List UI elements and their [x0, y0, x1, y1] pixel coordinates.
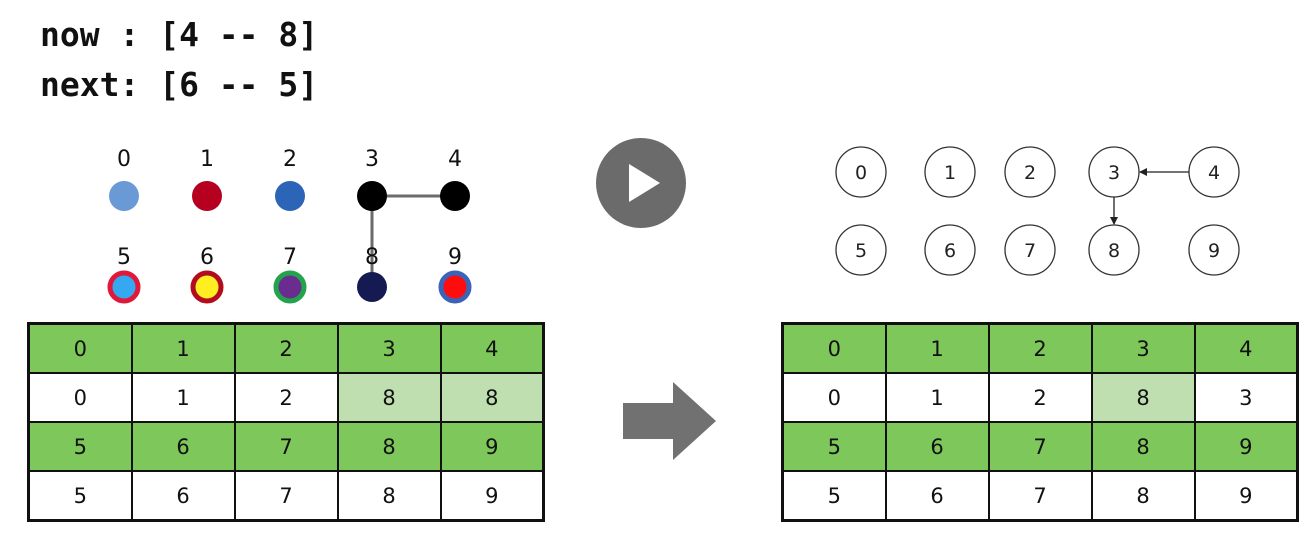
parent-cell: 5: [27, 470, 133, 522]
index-cell: 1: [884, 322, 990, 374]
right-node-circle: [1004, 224, 1056, 276]
updated-parent-cell: 8: [1090, 372, 1196, 423]
play-button[interactable]: [596, 138, 686, 228]
index-cell: 6: [884, 421, 990, 472]
index-cell: 5: [781, 421, 887, 472]
parent-cell: 9: [1193, 470, 1299, 522]
left-node-dot: [190, 270, 224, 304]
left-node-dot: [357, 181, 387, 211]
parent-cell: 7: [233, 470, 339, 522]
parent-cell: 6: [130, 470, 236, 522]
parent-cell: 3: [1193, 372, 1299, 423]
parent-cell: 8: [1090, 470, 1196, 522]
parent-cell: 2: [987, 372, 1093, 423]
index-cell: 1: [130, 322, 236, 374]
left-node-dot: [273, 270, 307, 304]
updated-parent-cell: 8: [336, 372, 442, 423]
left-node-dot: [438, 270, 472, 304]
left-node-label: 8: [365, 245, 379, 270]
left-node-dot: [357, 272, 387, 302]
right-node-label: 3: [1108, 162, 1120, 184]
left-node-dot: [109, 181, 139, 211]
right-node-circle: [924, 224, 976, 276]
code-next-line: next: [6 -- 5]: [40, 65, 319, 104]
index-cell: 0: [781, 322, 887, 374]
right-node-label: 8: [1108, 240, 1120, 262]
index-cell: 6: [130, 421, 236, 472]
left-node-label: 3: [365, 147, 379, 172]
parent-cell: 8: [336, 470, 442, 522]
parent-cell: 0: [781, 372, 887, 423]
right-node-circle: [1188, 224, 1240, 276]
index-cell: 0: [27, 322, 133, 374]
index-cell: 4: [1193, 322, 1299, 374]
updated-parent-cell: 8: [439, 372, 545, 423]
code-now-line: now : [4 -- 8]: [40, 15, 319, 54]
right-node-circle: [1088, 224, 1140, 276]
left-node-label: 2: [283, 147, 297, 172]
index-cell: 9: [1193, 421, 1299, 472]
index-cell: 2: [233, 322, 339, 374]
left-node-label: 1: [200, 147, 214, 172]
left-node-label: 0: [117, 147, 131, 172]
right-node-label: 6: [944, 240, 956, 262]
right-graph: 0 1 2 3 4 5 6 7 8 9: [835, 146, 1240, 276]
parent-cell: 0: [27, 372, 133, 423]
right-node-label: 2: [1024, 162, 1036, 184]
left-node-dot: [275, 181, 305, 211]
play-icon: [629, 164, 660, 202]
left-node-label: 7: [283, 245, 297, 270]
right-node-circle: [835, 146, 887, 198]
index-cell: 4: [439, 322, 545, 374]
index-cell: 7: [987, 421, 1093, 472]
right-node-label: 9: [1208, 240, 1220, 262]
left-node-dot: [107, 270, 141, 304]
left-node-label: 4: [448, 147, 462, 172]
right-node-circle: [924, 146, 976, 198]
index-cell: 3: [336, 322, 442, 374]
index-cell: 7: [233, 421, 339, 472]
parent-cell: 5: [781, 470, 887, 522]
left-node-dot: [192, 181, 222, 211]
index-cell: 8: [1090, 421, 1196, 472]
parent-cell: 2: [233, 372, 339, 423]
index-cell: 8: [336, 421, 442, 472]
left-graph: 0 1 2 3 4 5 6 7 8 9: [107, 147, 472, 304]
parent-cell: 1: [884, 372, 990, 423]
right-node-label: 0: [855, 162, 867, 184]
index-cell: 9: [439, 421, 545, 472]
parent-cell: 9: [439, 470, 545, 522]
index-cell: 3: [1090, 322, 1196, 374]
right-node-label: 7: [1024, 240, 1036, 262]
right-node-circle: [835, 224, 887, 276]
parent-cell: 1: [130, 372, 236, 423]
right-node-label: 5: [855, 240, 867, 262]
parent-cell: 6: [884, 470, 990, 522]
right-node-label: 1: [944, 162, 956, 184]
index-cell: 5: [27, 421, 133, 472]
right-node-label: 4: [1208, 162, 1220, 184]
right-node-circle: [1004, 146, 1056, 198]
right-arrow-icon: [623, 382, 716, 460]
index-cell: 2: [987, 322, 1093, 374]
parent-cell: 7: [987, 470, 1093, 522]
left-node-label: 6: [200, 245, 214, 270]
left-node-label: 5: [117, 245, 131, 270]
left-node-label: 9: [448, 245, 462, 270]
left-node-dot: [440, 181, 470, 211]
